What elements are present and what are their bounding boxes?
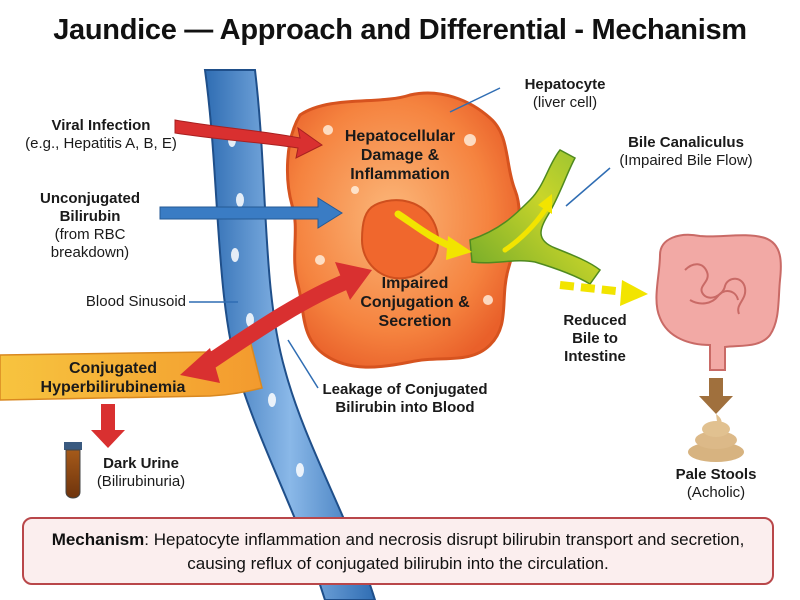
impaired-line1: Impaired (381, 275, 449, 292)
stool-down-arrow (699, 378, 733, 414)
bile-canaliculus (469, 149, 602, 285)
viral-infection-arrow (174, 119, 323, 159)
unconjugated-line3: (from RBC (54, 226, 126, 243)
leakage-arrowhead-top (335, 262, 372, 300)
leakage-line1: Leakage of Conjugated (322, 381, 488, 398)
canaliculus-yellow-arrow (502, 207, 548, 253)
damage-line2: Damage & (360, 147, 440, 164)
reduced-bile-arrowhead (620, 280, 648, 306)
impaired-conjugation-label: Impaired Conjugation & Secretion (345, 274, 485, 331)
reduced-line1: Reduced (563, 312, 627, 329)
unconjugated-line4: breakdown) (50, 244, 130, 261)
unconjugated-bilirubin-arrow (159, 197, 343, 229)
leakage-line2: Bilirubin into Blood (335, 399, 475, 416)
reduced-line2: Bile to (572, 330, 618, 347)
unconjugated-line2: Bilirubin (59, 208, 121, 225)
hepatocyte-label: Hepatocyte (liver cell) (490, 76, 640, 112)
pale-stools-subtitle: (Acholic) (686, 484, 746, 501)
pale-stools-label: Pale Stools (Acholic) (660, 466, 772, 502)
impaired-line3: Secretion (378, 313, 452, 330)
urine-down-arrow (91, 404, 125, 448)
mechanism-box: Mechanism: Hepatocyte inflammation and n… (22, 517, 774, 585)
blood-sinusoid-label: Blood Sinusoid (85, 293, 186, 310)
dark-urine-subtitle: (Bilirubinuria) (96, 473, 186, 490)
leakage-arrowhead-bottom (180, 348, 220, 383)
reduced-bile-arrow (559, 281, 626, 296)
hepatocellular-damage-label: Hepatocellular Damage & Inflammation (320, 127, 480, 184)
canaliculus-title: Bile Canaliculus (628, 134, 744, 151)
reduced-line3: Intestine (564, 348, 626, 365)
dark-urine-label: Dark Urine (Bilirubinuria) (86, 455, 196, 491)
mechanism-text: : Hepatocyte inflammation and necrosis d… (144, 530, 745, 573)
conjugated-line1: Conjugated (69, 360, 157, 377)
dark-urine-title: Dark Urine (103, 455, 179, 472)
intestine (655, 233, 782, 371)
leakage-double-arrow (200, 272, 353, 372)
bile-canaliculus-label: Bile Canaliculus (Impaired Bile Flow) (596, 134, 776, 170)
pale-stools-title: Pale Stools (675, 466, 757, 483)
leakage-leader (287, 339, 319, 389)
viral-infection-title: Viral Infection (51, 117, 151, 134)
conjugated-line2: Hyperbilirubinemia (40, 379, 186, 396)
conjugation-arrowhead (446, 236, 472, 260)
viral-infection-label: Viral Infection (e.g., Hepatitis A, B, E… (6, 117, 196, 153)
dark-urine-tube (64, 442, 82, 499)
blood-sinusoid-vessel (203, 69, 377, 600)
unconjugated-line1: Unconjugated (40, 190, 140, 207)
mechanism-heading: Mechanism (51, 530, 145, 549)
conjugated-hyperbilirubinemia-label: Conjugated Hyperbilirubinemia (18, 359, 208, 397)
hepatocyte-title: Hepatocyte (524, 76, 606, 93)
damage-line3: Inflammation (350, 166, 450, 183)
canaliculus-leader (565, 167, 611, 207)
hepatocyte-leader (449, 87, 501, 113)
canaliculus-subtitle: (Impaired Bile Flow) (619, 152, 753, 169)
page-title: Jaundice — Approach and Differential - M… (53, 14, 747, 46)
viral-infection-subtitle: (e.g., Hepatitis A, B, E) (25, 135, 177, 152)
damage-line1: Hepatocellular (344, 128, 456, 145)
reduced-bile-label: Reduced Bile to Intestine (540, 312, 650, 366)
canaliculus-arrowhead (538, 194, 552, 214)
hepatocyte-subtitle: (liver cell) (532, 94, 598, 111)
hepatocyte-cell (285, 91, 521, 369)
impaired-line2: Conjugation & (360, 294, 470, 311)
leakage-label: Leakage of Conjugated Bilirubin into Blo… (300, 381, 510, 417)
unconjugated-bilirubin-label: Unconjugated Bilirubin (from RBC breakdo… (20, 190, 160, 262)
pale-stool (688, 414, 744, 462)
